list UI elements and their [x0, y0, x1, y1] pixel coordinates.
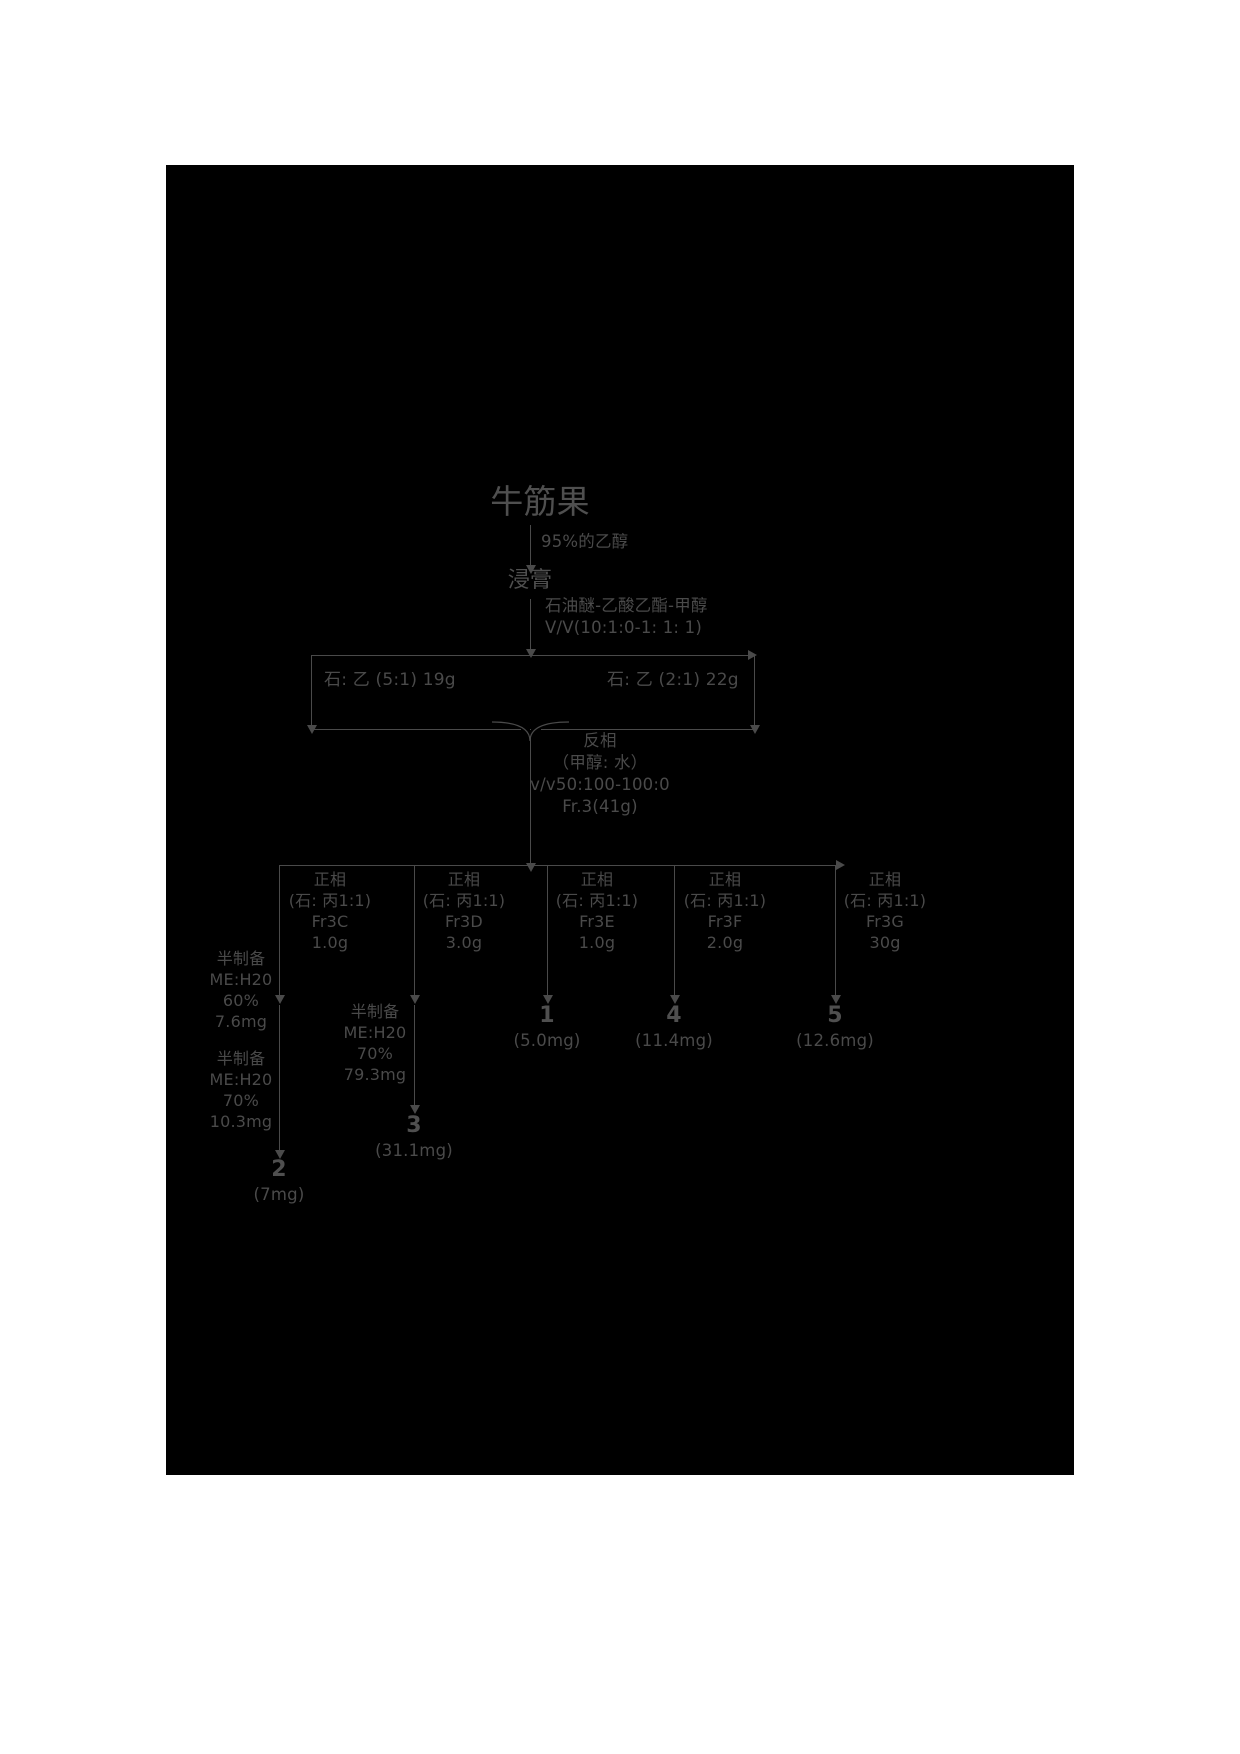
semiprep-3-label: 半制备: [350, 1002, 400, 1021]
semiprep-3-eluent: ME:H20: [343, 1023, 407, 1042]
compound-3-number: 3: [406, 1113, 422, 1138]
box-top-edge: [311, 655, 751, 656]
semiprep-3-percent: 70%: [356, 1044, 394, 1063]
source-node-title: 牛筋果: [490, 482, 590, 521]
semiprep-1-mass: 7.6mg: [214, 1012, 268, 1031]
branch-fr3e-fraction: Fr3E: [579, 912, 615, 931]
branch-arrow-fr3f: [669, 995, 680, 1004]
branch-fr3f-mass: 2.0g: [706, 933, 744, 952]
branch-fr3g-fraction: Fr3G: [866, 912, 904, 931]
box-right-edge: [754, 655, 755, 730]
branch-fr3c-solvent: (石: 丙1:1): [288, 891, 372, 910]
diagram-canvas: 牛筋果 95%的乙醇 浸膏 石油醚-乙酸乙酯-甲醇 V/V(10:1:0-1: …: [166, 165, 1074, 1475]
box-fraction-right: 石: 乙 (2:1) 22g: [607, 670, 739, 690]
column-solvent-line1: 石油醚-乙酸乙酯-甲醇: [545, 596, 708, 615]
box-top-right-arrow: [748, 650, 757, 660]
branch-fr3g-solvent: (石: 丙1:1): [843, 891, 927, 910]
semiprep-2-eluent: ME:H20: [209, 1070, 273, 1089]
branch-fr3e-solvent: (石: 丙1:1): [555, 891, 639, 910]
branch-line-fr3c: [279, 865, 280, 1000]
semiprep-1-percent: 60%: [222, 991, 260, 1010]
branch-fr3e-phase: 正相: [580, 870, 614, 889]
branch-bar-right-arrow: [836, 860, 845, 870]
branch-line-fr3e: [547, 865, 548, 1000]
arrow-line-reverse-phase: [530, 737, 531, 867]
branch-arrow-fr3c-stage2: [274, 1150, 285, 1159]
branch-line-fr3c-stage2: [279, 1005, 280, 1155]
branch-fr3c-phase: 正相: [313, 870, 347, 889]
compound-5-mass: (12.6mg): [796, 1031, 874, 1050]
reverse-phase-line2: （甲醇: 水）: [552, 753, 648, 772]
box-merge-trunk: [530, 729, 531, 730]
branch-fr3f-fraction: Fr3F: [707, 912, 743, 931]
semiprep-2-label: 半制备: [216, 1049, 266, 1068]
arrow-line-extract-to-box: [530, 599, 531, 653]
reverse-phase-line1: 反相: [583, 731, 617, 750]
merge-curve: [491, 721, 570, 742]
step-ethanol-label: 95%的乙醇: [541, 532, 629, 551]
branch-line-fr3f: [674, 865, 675, 1000]
branch-arrow-fr3e: [542, 995, 553, 1004]
branch-fr3f-phase: 正相: [708, 870, 742, 889]
arrow-head-source-to-extract: [525, 565, 536, 574]
branch-fr3d-mass: 3.0g: [445, 933, 483, 952]
compound-2-number: 2: [271, 1157, 287, 1182]
box-fraction-left: 石: 乙 (5:1) 19g: [324, 670, 456, 690]
box-left-edge: [311, 655, 312, 730]
semiprep-1-eluent: ME:H20: [209, 970, 273, 989]
extract-node-label: 浸膏: [507, 568, 553, 593]
compound-3-mass: (31.1mg): [375, 1141, 453, 1160]
branch-line-fr3d: [414, 865, 415, 1000]
branch-fr3g-phase: 正相: [868, 870, 902, 889]
compound-2-mass: (7mg): [253, 1185, 305, 1204]
semiprep-3-mass: 79.3mg: [343, 1065, 407, 1084]
branch-fr3f-solvent: (石: 丙1:1): [683, 891, 767, 910]
arrow-head-extract-to-box: [525, 649, 536, 658]
branch-arrow-fr3d-stage2: [409, 1105, 420, 1114]
compound-1-mass: (5.0mg): [513, 1031, 581, 1050]
branch-distribution-bar: [279, 865, 839, 866]
reverse-phase-line3: v/v50:100-100:0: [530, 775, 670, 794]
reverse-phase-line4: Fr.3(41g): [562, 797, 638, 816]
compound-4-number: 4: [666, 1003, 682, 1028]
branch-fr3e-mass: 1.0g: [578, 933, 616, 952]
branch-fr3d-fraction: Fr3D: [445, 912, 483, 931]
branch-fr3c-mass: 1.0g: [311, 933, 349, 952]
semiprep-2-percent: 70%: [222, 1091, 260, 1110]
box-bottom-right-edge: [541, 729, 755, 730]
branch-arrow-fr3c: [274, 995, 285, 1004]
compound-5-number: 5: [827, 1003, 843, 1028]
compound-4-mass: (11.4mg): [635, 1031, 713, 1050]
branch-fr3d-phase: 正相: [447, 870, 481, 889]
branch-line-fr3d-stage2: [414, 1005, 415, 1110]
branch-arrow-fr3d: [409, 995, 420, 1004]
arrow-line-source-to-extract: [530, 525, 531, 569]
branch-arrow-fr3g: [830, 995, 841, 1004]
semiprep-1-label: 半制备: [216, 949, 266, 968]
compound-1-number: 1: [539, 1003, 555, 1028]
semiprep-2-mass: 10.3mg: [209, 1112, 273, 1131]
branch-fr3d-solvent: (石: 丙1:1): [422, 891, 506, 910]
arrow-head-reverse-phase: [525, 863, 536, 872]
branch-fr3g-mass: 30g: [869, 933, 901, 952]
branch-fr3c-fraction: Fr3C: [311, 912, 349, 931]
box-bottom-left-edge: [311, 729, 521, 730]
column-solvent-line2: V/V(10:1:0-1: 1: 1): [545, 618, 702, 637]
branch-line-fr3g: [835, 865, 836, 1000]
